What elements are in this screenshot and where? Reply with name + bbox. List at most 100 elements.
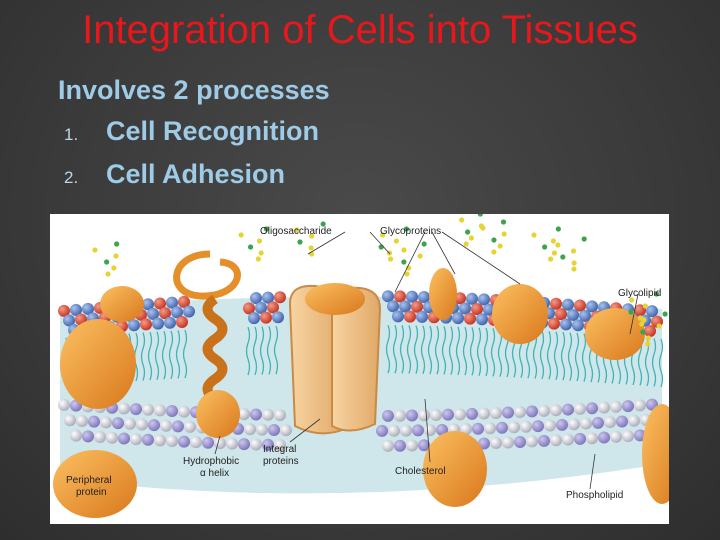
phospholipid-head (400, 424, 412, 437)
label-protein: protein (76, 487, 107, 498)
phospholipid-head (274, 439, 286, 452)
channel-protein (288, 283, 382, 435)
phospholipid-head (412, 424, 424, 437)
phospholipid-head (280, 424, 292, 437)
fatty-acid-tail (469, 327, 475, 376)
phospholipid-head (268, 423, 280, 436)
fatty-acid-tail (168, 330, 174, 380)
phospholipid-head (411, 300, 423, 313)
phospholipid-head (464, 312, 476, 325)
fatty-acid-tail (399, 325, 405, 374)
phospholipid-head (202, 436, 214, 449)
phospholipid-head (118, 402, 130, 415)
phospholipid-head (142, 298, 154, 311)
sugar-unit (380, 232, 386, 238)
phospholipid-head (154, 297, 166, 310)
sugar-unit (238, 232, 244, 238)
sugar-unit (629, 297, 635, 303)
phospholipid-head (387, 300, 399, 313)
phospholipid-head (164, 316, 176, 329)
phospholipid-head (248, 312, 260, 325)
phospholipid-head (82, 302, 94, 315)
sugar-unit (417, 253, 423, 259)
sugar-unit (403, 226, 410, 232)
phospholipid-head (562, 298, 574, 311)
label-cholesterol: Cholesterol (395, 466, 446, 477)
phospholipid-head (424, 424, 436, 437)
fatty-acid-tail (266, 326, 272, 375)
sugar-unit (645, 341, 651, 347)
fatty-acid-tail (574, 332, 580, 382)
sugar-unit (378, 244, 384, 250)
phospholipid-head (154, 404, 166, 417)
glycoprotein-2 (492, 284, 548, 344)
phospholipid-head (63, 314, 75, 327)
phospholipid-head (562, 403, 574, 416)
phospholipid-head (100, 416, 112, 429)
list-item: 2. Cell Adhesion (64, 159, 319, 202)
phospholipid-head (118, 432, 130, 445)
phospholipid-head (644, 325, 656, 338)
phospholipid-head (538, 404, 550, 417)
sugar-unit (247, 244, 254, 250)
leader-lines (214, 231, 639, 490)
phospholipid-head (490, 437, 502, 450)
phospholipid-head (520, 420, 532, 433)
sugar-unit (104, 259, 110, 265)
phospholipid-head (178, 405, 190, 418)
phospholipid-head (478, 437, 490, 450)
sugar-unit (570, 248, 577, 254)
phospholipid-head (568, 418, 580, 431)
phospholipid-head (592, 416, 604, 429)
sugar-unit (320, 221, 326, 227)
fatty-acid-tail (245, 326, 251, 376)
phospholipid-head (244, 423, 256, 436)
fatty-acid-tail (539, 330, 545, 380)
phospholipid-head (130, 433, 142, 446)
phospholipid-head (238, 408, 250, 421)
phospholipid-head (255, 301, 267, 314)
phospholipid-head (532, 420, 544, 433)
phospholipid-head (454, 292, 466, 305)
fatty-acid-tail (483, 327, 489, 377)
sugar-unit (656, 323, 662, 329)
phospholipid-head (406, 290, 418, 303)
sugar-unit (105, 271, 111, 277)
phospholipid-head (556, 418, 568, 431)
phospholipid-head (418, 439, 430, 452)
phospholipid-head (250, 292, 262, 305)
phospholipid-head (250, 408, 262, 421)
label-glycolipid: Glycolipid (618, 288, 661, 299)
phospholipid-head (82, 430, 94, 443)
phospholipid-head (404, 310, 416, 323)
fatty-acid-tail (273, 325, 279, 375)
sugar-unit (551, 250, 558, 256)
phospholipid-head (64, 414, 76, 427)
phospholipid-head (184, 420, 196, 433)
sugar-unit (480, 225, 486, 231)
label-phospholipid: Phospholipid (566, 490, 623, 501)
phospholipid-head (508, 421, 520, 434)
membrane-diagram: Oligosaccharide Glycoproteins Glycolipid… (53, 214, 669, 518)
sugar-unit (297, 239, 303, 245)
phospholipid-head (250, 438, 262, 451)
fatty-acid-tail (259, 326, 265, 375)
phospholipid-head (418, 409, 430, 422)
phospholipid-head (274, 409, 286, 422)
peripheral-protein-shape (53, 450, 137, 518)
phospholipid-head (502, 436, 514, 449)
fatty-acid-tail (420, 325, 426, 375)
phospholipid-head (646, 305, 658, 318)
phospholipid-head (166, 405, 178, 418)
fatty-acid-tail (490, 328, 496, 377)
phospholipid-head (166, 296, 178, 309)
phospholipid-head (460, 423, 472, 436)
fatty-acid-tail (546, 331, 552, 380)
phospholipid-head (178, 295, 190, 308)
phospholipid-head (243, 302, 255, 315)
phospholipid-head (550, 404, 562, 417)
sugar-unit (256, 238, 263, 244)
sugar-unit (263, 226, 269, 232)
phospholipid-head (256, 423, 268, 436)
phospholipid-head (147, 307, 159, 320)
